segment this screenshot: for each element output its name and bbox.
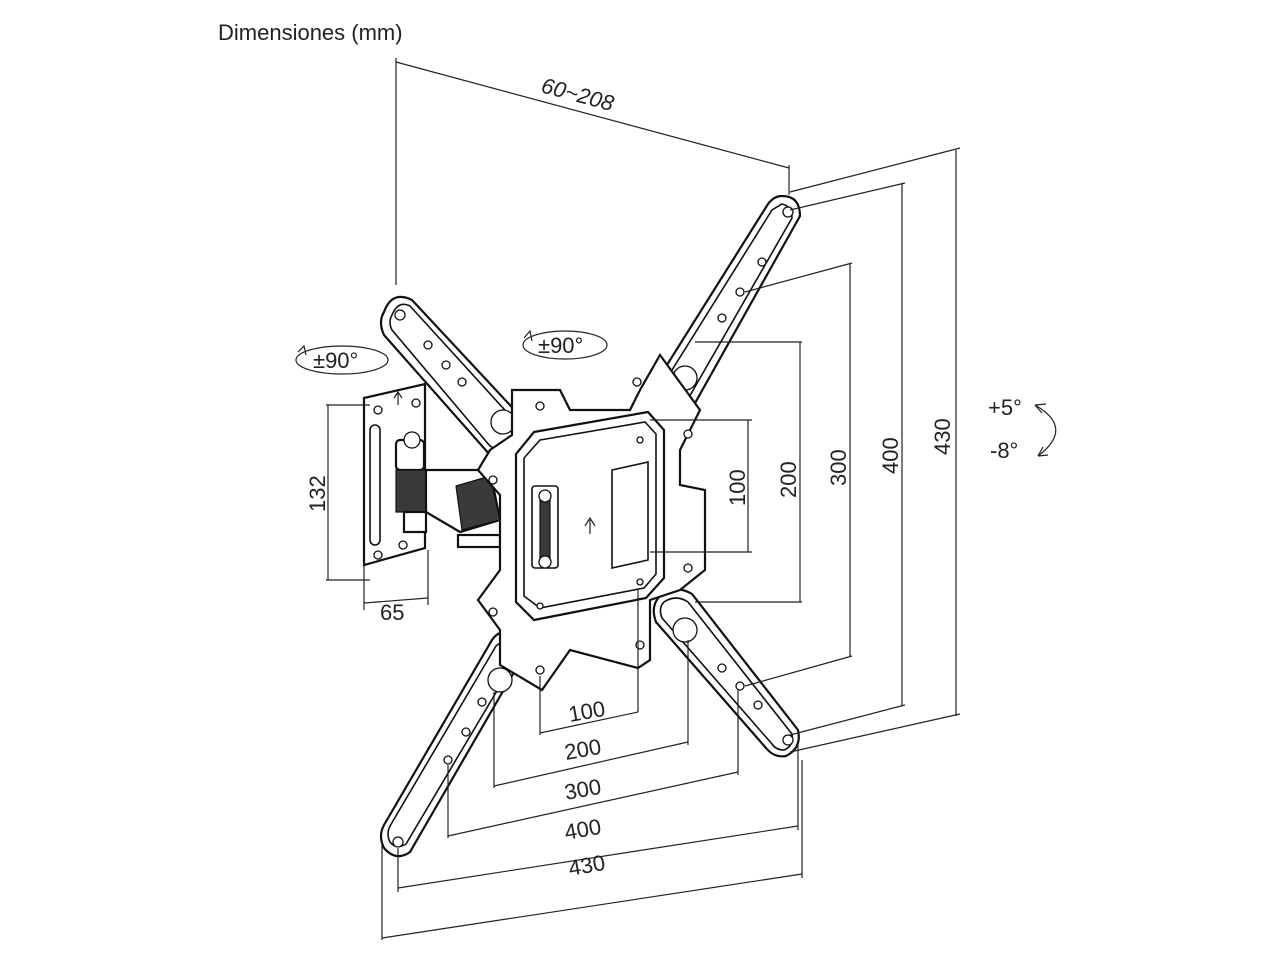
tilt-up-label: +5° [988,395,1022,420]
horizontal-100-label: 100 [567,696,608,727]
diagram-title: Dimensiones (mm) [218,20,403,45]
swivel-left-symbol: ±90° [295,344,389,375]
horizontal-300-label: 300 [563,774,604,805]
swivel-center-symbol: ±90° [522,329,608,360]
vesa-arm-top-left [379,295,527,459]
central-plate [476,352,707,692]
tilt-down-label: -8° [990,438,1018,463]
vertical-200-label: 200 [776,461,801,498]
wall-plate-dimensions: 132 65 [305,404,429,625]
horizontal-400-label: 400 [563,814,604,845]
swivel-left-label: ±90° [313,348,358,373]
depth-dimension: 60~208 [395,58,790,285]
vertical-300-label: 300 [826,449,851,486]
wall-plate-height-label: 132 [305,475,330,512]
vertical-dimensions: 100 200 300 400 430 [650,147,961,753]
vertical-430-label: 430 [930,418,955,455]
swivel-center-label: ±90° [538,333,583,358]
vertical-100-label: 100 [725,469,750,506]
wall-plate-width-label: 65 [380,600,404,625]
vertical-400-label: 400 [878,437,903,474]
depth-label: 60~208 [539,73,618,117]
horizontal-200-label: 200 [563,734,604,765]
vesa-arm-bottom-right [652,588,800,758]
tilt-symbol: +5° -8° [988,395,1057,463]
horizontal-430-label: 430 [567,850,608,881]
